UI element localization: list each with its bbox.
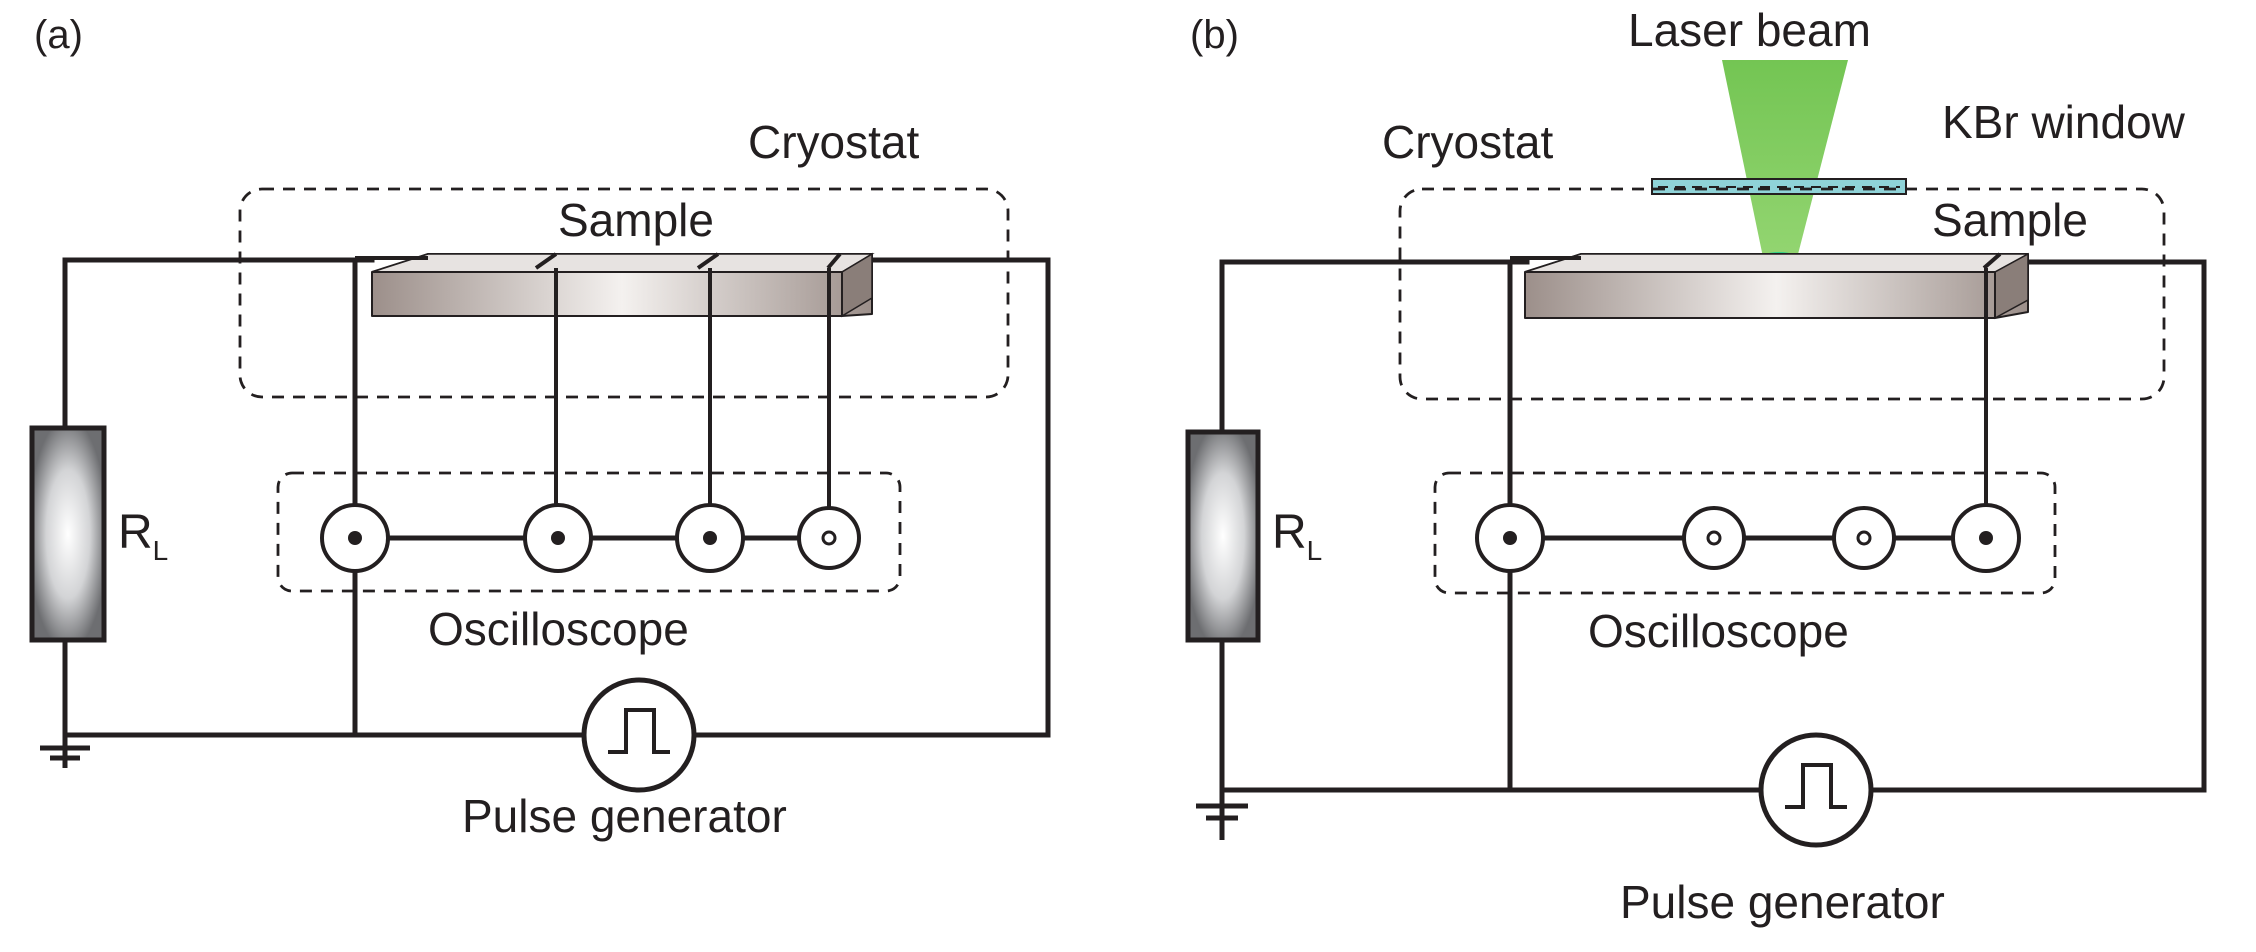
cryostat-label-b: Cryostat (1382, 116, 1553, 168)
panel-a-label: (a) (34, 13, 83, 57)
resistor-label: RL (118, 506, 168, 566)
oscilloscope-channels (320, 503, 861, 573)
sample-label-b: Sample (1932, 194, 2088, 246)
pulse-generator-label-b: Pulse generator (1620, 876, 1945, 928)
oscilloscope-boundary-b (1433, 471, 2057, 595)
probe-leads (554, 268, 831, 530)
oscilloscope-label: Oscilloscope (428, 603, 689, 655)
resistor-label-b: RL (1272, 506, 1322, 566)
sample-contacts-b (1510, 252, 2002, 536)
sample-contacts (355, 252, 842, 270)
kbr-window (1651, 178, 1907, 195)
sample (371, 252, 875, 318)
cryostat-label: Cryostat (748, 116, 919, 168)
ground-symbol-b (1196, 790, 1248, 840)
load-resistor-b: RL (1185, 429, 1322, 643)
panel-b: (b) Laser beam KBr window Cryostat Sampl… (1185, 4, 2207, 928)
sample-label: Sample (558, 194, 714, 246)
cryostat-boundary (238, 187, 1010, 399)
sample-b (1524, 252, 2029, 320)
pulse-generator (581, 677, 697, 793)
oscilloscope-label-b: Oscilloscope (1588, 605, 1849, 657)
panel-a: (a) Cryostat Sample (29, 13, 1051, 842)
oscilloscope-boundary (276, 471, 902, 593)
laser-beam (1722, 60, 1848, 270)
laser-beam-label: Laser beam (1628, 4, 1871, 56)
oscilloscope-channels-b (1475, 503, 2021, 573)
pulse-generator-label: Pulse generator (462, 790, 787, 842)
panel-b-label: (b) (1190, 13, 1239, 57)
ground-symbol (40, 735, 90, 768)
cryostat-boundary-b (1398, 187, 2166, 401)
load-resistor: RL (29, 425, 168, 643)
pulse-generator-b (1758, 732, 1874, 848)
kbr-window-label: KBr window (1942, 96, 2186, 148)
